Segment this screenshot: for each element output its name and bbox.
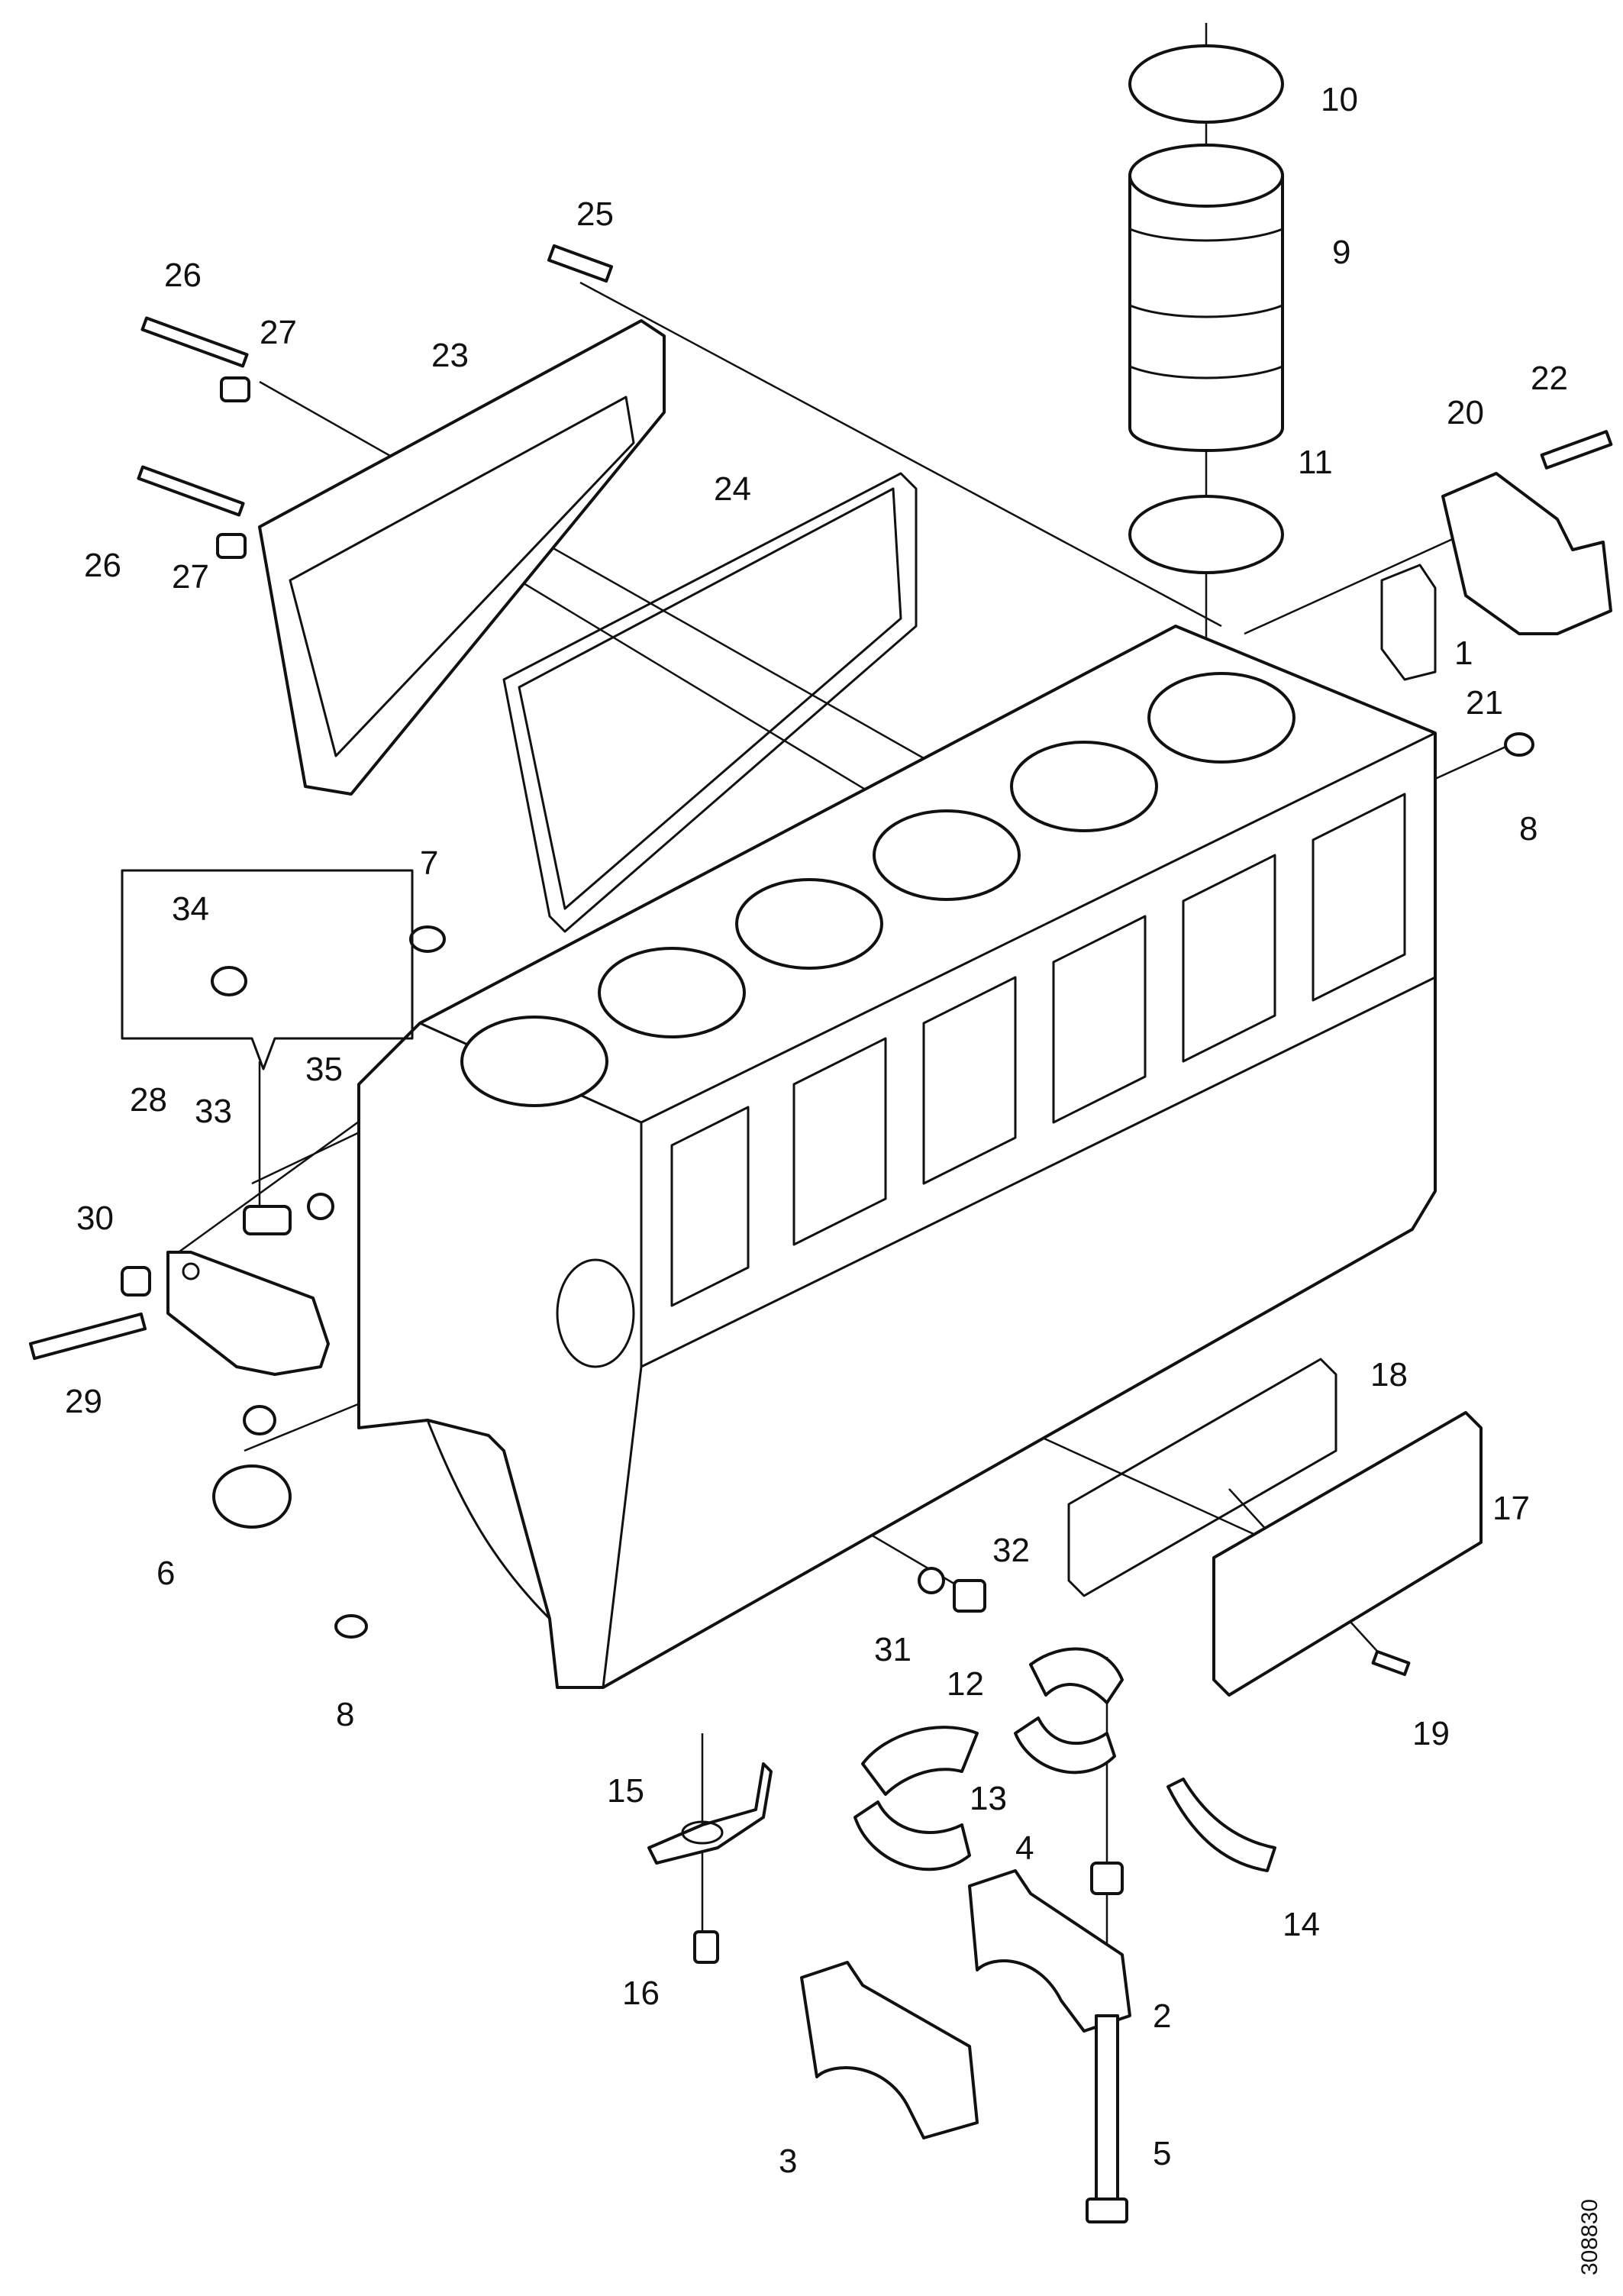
thrust-washer [1166, 1778, 1276, 1872]
callout-14: 14 [1283, 1906, 1320, 1943]
callout-22: 22 [1531, 360, 1568, 397]
callout-3: 3 [779, 2143, 797, 2180]
front-bracket [166, 1251, 330, 1376]
callout-29: 29 [65, 1383, 102, 1420]
callout-19: 19 [1412, 1715, 1450, 1752]
callout-18: 18 [1370, 1356, 1408, 1393]
callout-13: 13 [970, 1780, 1007, 1817]
callout-5: 5 [1153, 2135, 1171, 2172]
side-cover-plate [1212, 1411, 1483, 1697]
callout-30: 30 [76, 1200, 114, 1237]
callout-31: 31 [874, 1631, 912, 1668]
callout-33: 33 [195, 1093, 232, 1130]
main-bearing-cap-lower [800, 1961, 979, 2139]
callout-21: 21 [1466, 684, 1503, 722]
callout-26b: 26 [84, 547, 121, 584]
callout-25: 25 [576, 195, 614, 233]
callout-13b: 13 [970, 1780, 1007, 1817]
side-cover-gasket [502, 472, 918, 933]
callout-labels: 1 2 3 4 5 6 7 8 8 9 10 11 12 13 13 14 15… [65, 81, 1568, 2180]
cylinder-liner [1128, 44, 1284, 574]
callout-4: 4 [1015, 1829, 1034, 1867]
callout-2: 2 [1153, 1997, 1171, 2035]
detail-inset [121, 869, 414, 1070]
callout-23: 23 [431, 337, 469, 374]
callout-6: 6 [156, 1555, 175, 1592]
callout-8: 8 [1519, 810, 1537, 848]
callout-11: 11 [1298, 444, 1333, 481]
reference-number-text: 308830 [1577, 2199, 1602, 2275]
callout-28: 28 [130, 1081, 167, 1119]
callout-20: 20 [1447, 394, 1484, 431]
cylinder-bores [460, 672, 1295, 1107]
callout-35: 35 [305, 1051, 343, 1088]
main-bearing-cap-upper [968, 1869, 1131, 2033]
fastener-parts [28, 244, 1613, 1677]
callout-27: 27 [260, 314, 297, 351]
side-cover [258, 319, 666, 796]
reference-number: 308830 [1577, 2199, 1602, 2275]
callout-26: 26 [164, 257, 202, 294]
callout-27b: 27 [172, 558, 209, 596]
callout-10: 10 [1321, 81, 1358, 118]
main-bearing-bolt [1086, 2014, 1128, 2223]
piston-cooling-nozzle [647, 1762, 773, 1865]
cylinder-block [357, 625, 1437, 1689]
side-cover-plate-gasket [1067, 1358, 1337, 1597]
dowel-sleeve [1090, 1862, 1124, 1895]
bearing-shells [853, 1647, 1124, 1871]
nozzle-screw [693, 1930, 719, 1964]
callout-1: 1 [1454, 635, 1473, 672]
thermostat-housing [1380, 472, 1612, 681]
callout-16: 16 [622, 1975, 660, 2012]
callout-12: 12 [947, 1665, 984, 1703]
callout-34: 34 [172, 890, 209, 928]
callout-9: 9 [1332, 234, 1350, 271]
callout-17: 17 [1492, 1490, 1530, 1527]
callout-15: 15 [607, 1772, 644, 1810]
callout-32: 32 [992, 1532, 1030, 1569]
callout-7: 7 [420, 844, 438, 882]
callout-8b: 8 [336, 1696, 354, 1733]
block-side-openings [670, 793, 1406, 1307]
callout-24: 24 [714, 470, 751, 508]
